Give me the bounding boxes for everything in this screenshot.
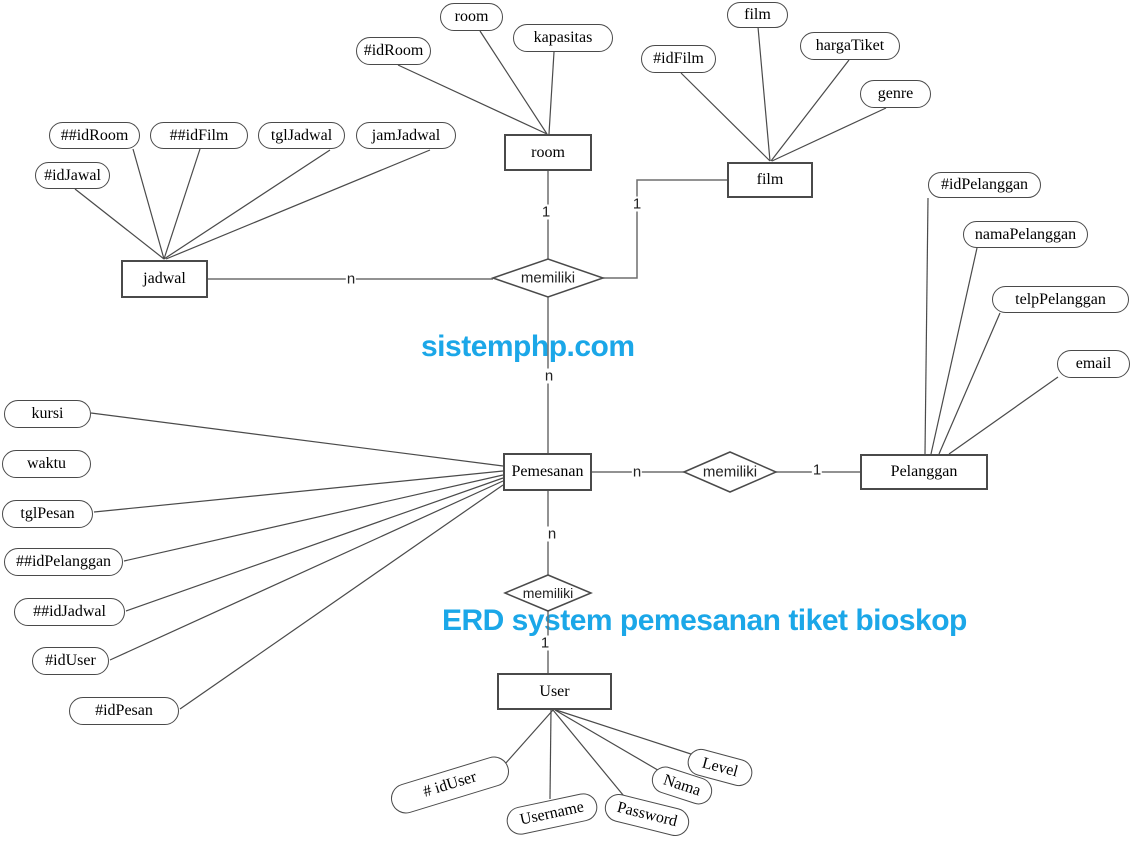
- line-attr-email: [948, 376, 1059, 455]
- line-attr-username: [549, 709, 552, 800]
- attribute-jadwal-jamjadwal: jamJadwal: [356, 122, 456, 149]
- entity-jadwal: jadwal: [121, 260, 208, 298]
- attribute-user-username: Username: [504, 790, 600, 838]
- line-attr-tglpesan: [93, 470, 504, 513]
- attribute-pemesanan-kursi: kursi: [4, 400, 91, 428]
- cardinality-memiliki3-user: 1: [539, 634, 551, 652]
- attribute-room-kapasitas: kapasitas: [513, 24, 613, 52]
- entity-pemesanan: Pemesanan: [503, 453, 592, 491]
- attribute-jadwal-tgljadwal: tglJadwal: [258, 122, 345, 149]
- line-attr-genre: [771, 107, 887, 162]
- attribute-room-idroom: #idRoom: [356, 37, 431, 65]
- line-attr-u-iduser: [504, 709, 554, 765]
- line-attr-j-idfilm: [163, 148, 201, 260]
- line-attr-idfilm: [680, 72, 771, 162]
- relationship-memiliki2-label: memiliki: [702, 463, 758, 481]
- line-attr-password: [552, 709, 629, 802]
- attribute-pelanggan-email: email: [1057, 350, 1130, 378]
- line-attr-kapasitas: [548, 51, 555, 135]
- line-attr-film: [757, 26, 771, 162]
- attribute-pelanggan-nama: namaPelanggan: [963, 221, 1088, 248]
- line-attr-namapelanggan: [930, 247, 978, 455]
- line-attr-level: [555, 709, 698, 757]
- attribute-film-genre: genre: [860, 80, 931, 108]
- cardinality-memiliki1-pemesanan: n: [543, 367, 555, 385]
- attribute-pemesanan-tglpesan: tglPesan: [2, 500, 93, 528]
- entity-film: film: [727, 162, 813, 198]
- attribute-pelanggan-telp: telpPelanggan: [992, 286, 1129, 313]
- line-film-memiliki1: [603, 179, 727, 279]
- cardinality-pemesanan-memiliki2: n: [631, 463, 643, 481]
- line-attr-idjawal: [74, 188, 165, 260]
- attribute-jadwal-idroom: ##idRoom: [49, 122, 140, 149]
- cardinality-memiliki2-pelanggan: 1: [811, 461, 823, 479]
- entity-user: User: [497, 673, 612, 710]
- attribute-film-idfilm: #idFilm: [641, 45, 716, 73]
- attribute-pemesanan-waktu: waktu: [2, 450, 91, 478]
- attribute-user-iduser: # idUser: [387, 752, 513, 818]
- attribute-jadwal-idfilm: ##idFilm: [150, 122, 248, 149]
- cardinality-pemesanan-memiliki3: n: [546, 525, 558, 543]
- relationship-memiliki1-label: memiliki: [520, 269, 576, 287]
- attribute-pemesanan-idpelanggan: ##idPelanggan: [4, 548, 123, 576]
- entity-room: room: [504, 134, 592, 171]
- line-attr-j-idroom: [132, 148, 165, 260]
- diagram-title: ERD system pemesanan tiket bioskop: [442, 604, 967, 637]
- cardinality-room-memiliki1: 1: [540, 203, 552, 221]
- attribute-pemesanan-idjadwal: ##idJadwal: [14, 598, 125, 626]
- line-attr-hargatiket: [770, 59, 850, 162]
- line-attr-nama: [554, 709, 669, 777]
- attribute-pemesanan-iduser: #idUser: [32, 647, 109, 675]
- line-attr-p-idpelanggan: [123, 474, 504, 562]
- watermark-text: sistemphp.com: [421, 330, 635, 363]
- attribute-room-room: room: [440, 3, 503, 31]
- line-attr-idpelanggan: [924, 197, 929, 455]
- entity-pelanggan: Pelanggan: [860, 454, 988, 490]
- cardinality-jadwal-memiliki1: n: [345, 270, 357, 288]
- attribute-pelanggan-idpelanggan: #idPelanggan: [928, 172, 1041, 198]
- relationship-memiliki3-label: memiliki: [522, 585, 574, 601]
- line-attr-tgljadwal: [163, 149, 331, 260]
- line-attr-telppelanggan: [938, 312, 1001, 455]
- attribute-pemesanan-idpesan: #idPesan: [69, 697, 179, 725]
- attribute-jadwal-idjawal: #idJawal: [35, 162, 110, 189]
- attribute-film-hargatiket: hargaTiket: [800, 32, 900, 60]
- line-attr-kursi: [90, 412, 504, 467]
- line-attr-idpesan: [179, 484, 504, 710]
- line-attr-jamjadwal: [165, 149, 431, 260]
- attribute-film-film: film: [727, 2, 788, 28]
- cardinality-film-memiliki1: 1: [631, 195, 643, 213]
- line-attr-p-idjadwal: [125, 477, 504, 612]
